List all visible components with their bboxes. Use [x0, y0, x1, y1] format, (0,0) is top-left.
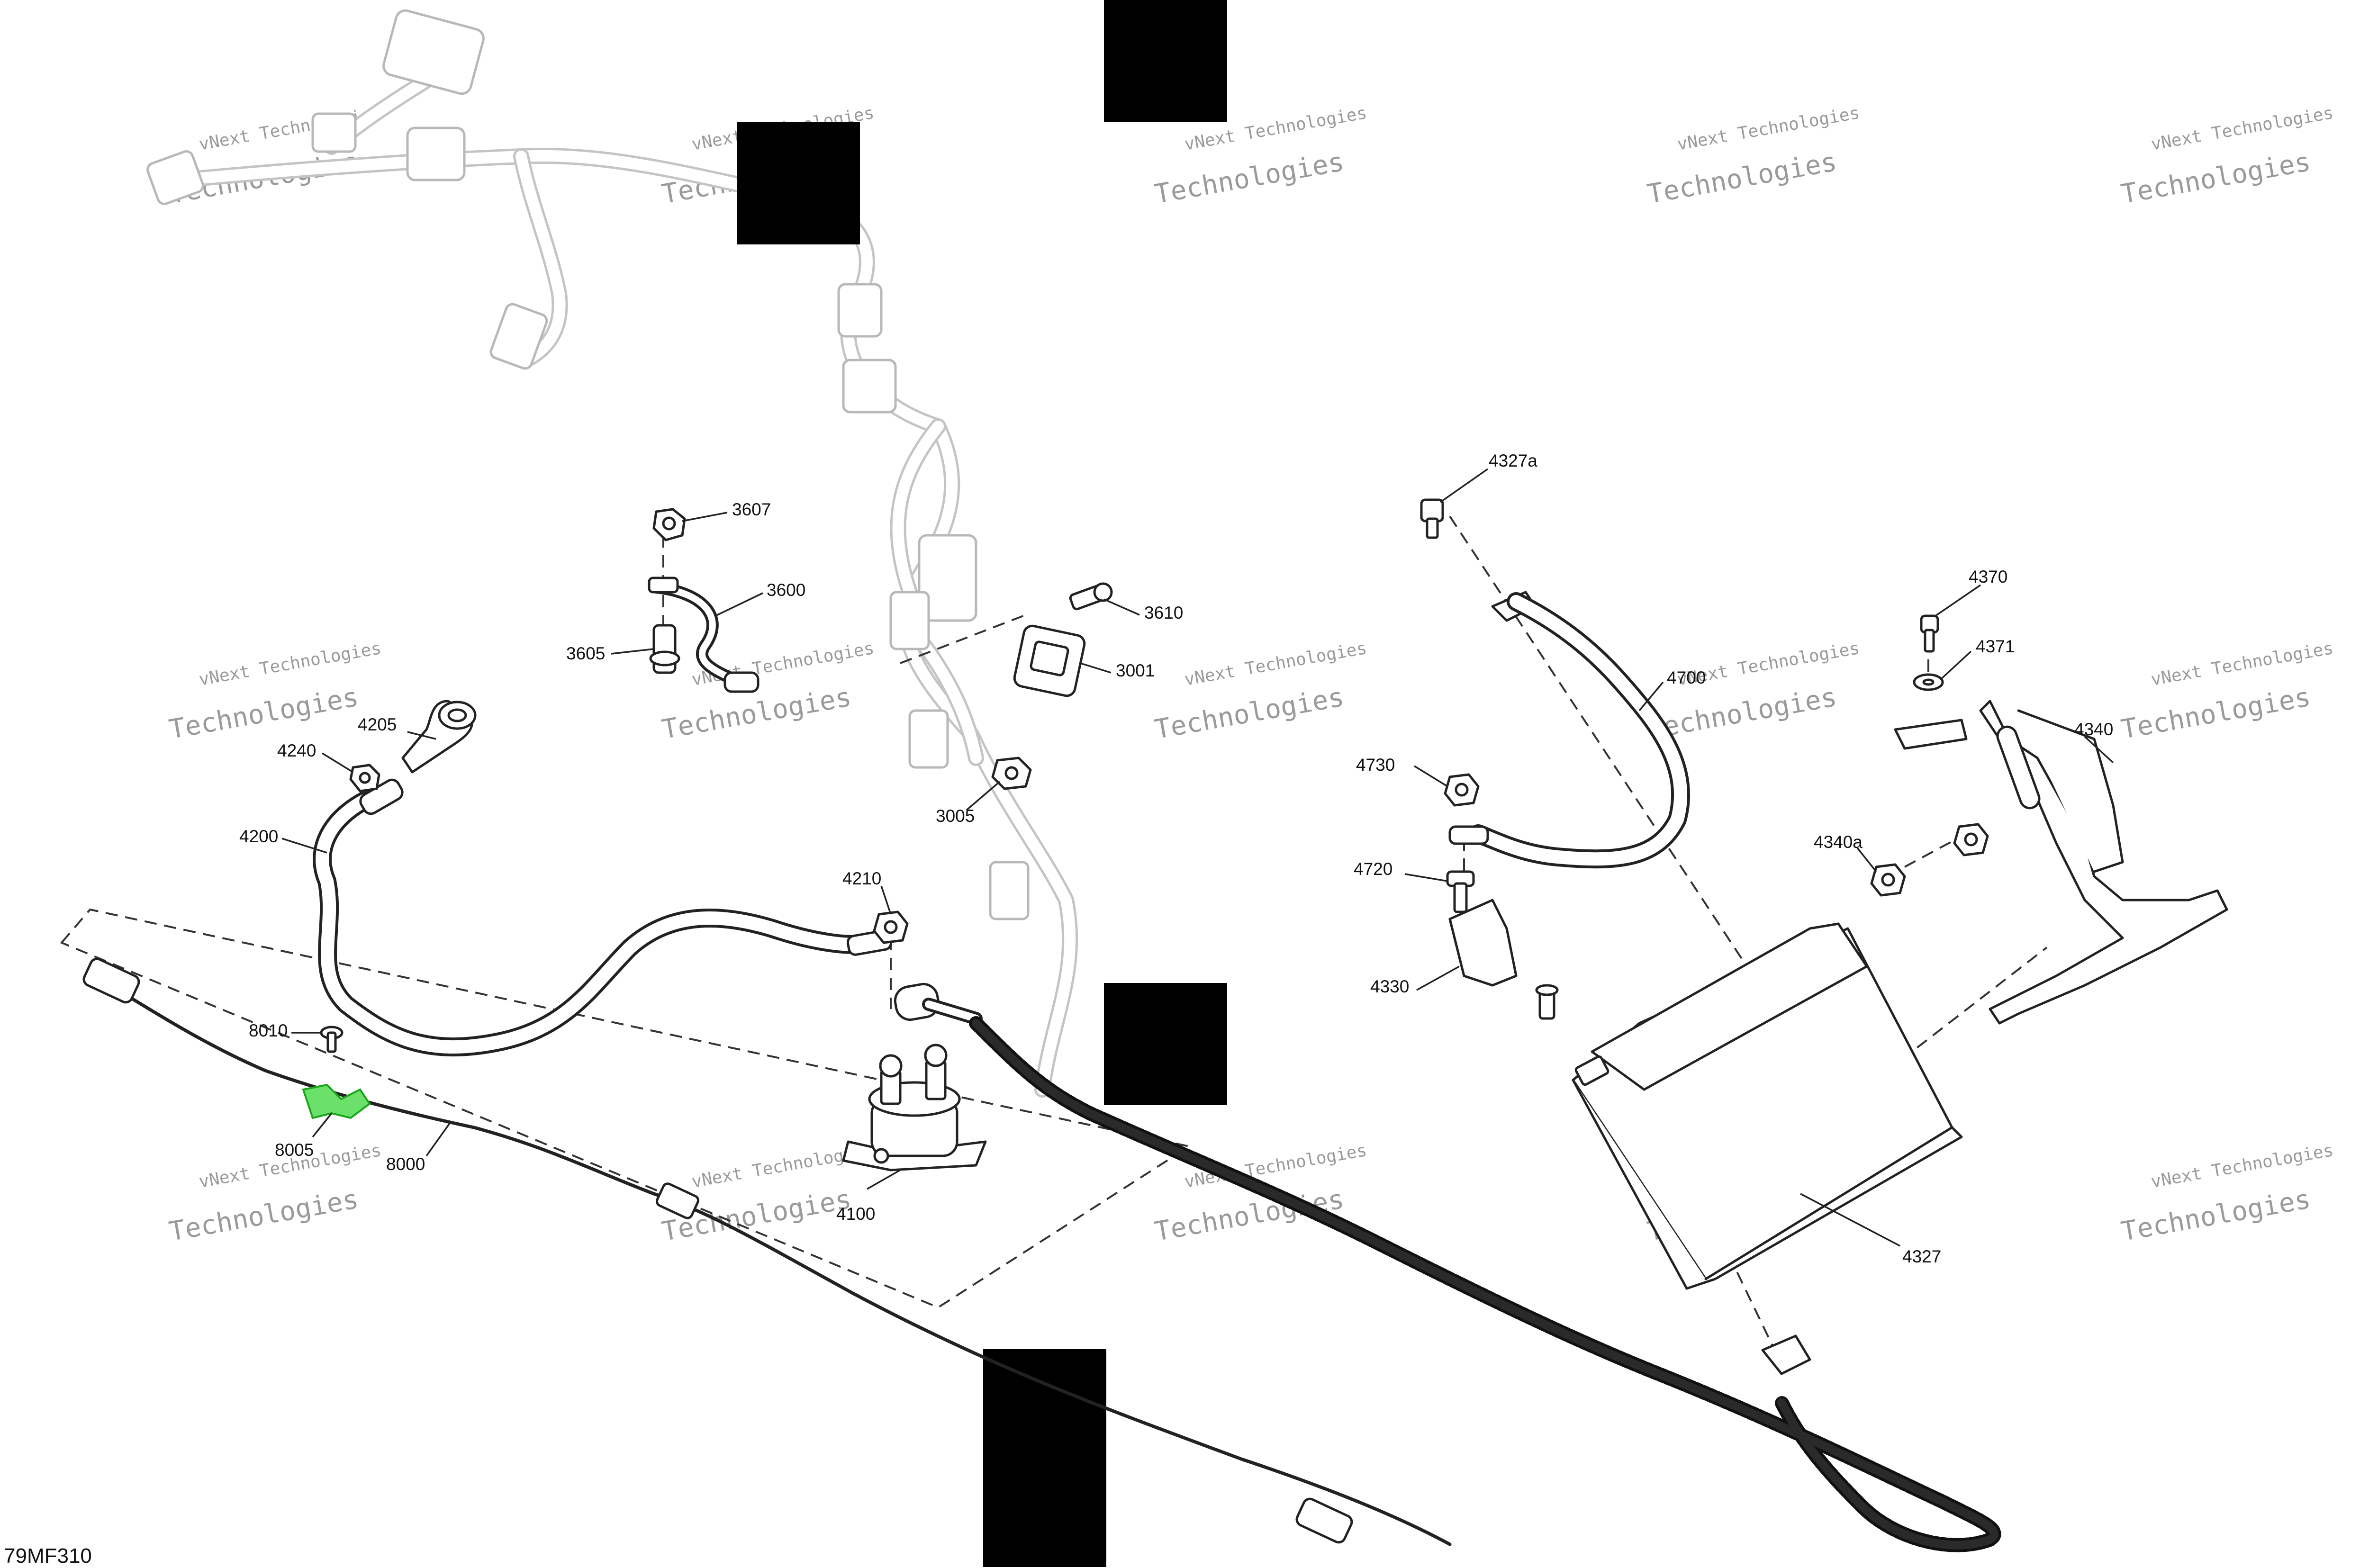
watermark-grid: vNext Technologies Technologies vNext Te…	[167, 103, 2335, 1247]
battery-bracket-4340	[1894, 700, 2228, 1025]
callout-4340: 4340	[2074, 720, 2113, 739]
callout-8000: 8000	[386, 1154, 425, 1174]
callout-4340a: 4340a	[1814, 832, 1863, 852]
redaction-box	[983, 1349, 1106, 1567]
callout-3605: 3605	[566, 644, 605, 663]
svg-text:Technologies: Technologies	[167, 682, 361, 745]
callout-3005: 3005	[936, 806, 975, 826]
callout-4240: 4240	[277, 741, 316, 760]
connector-3001	[1013, 624, 1086, 697]
svg-text:Technologies: Technologies	[660, 682, 854, 745]
callout-4330: 4330	[1370, 977, 1409, 996]
callout-4200: 4200	[239, 827, 278, 846]
callout-4730: 4730	[1356, 755, 1395, 775]
battery-4327	[1572, 922, 1963, 1290]
watermark: vNext Technologies Technologies	[2119, 1141, 2335, 1247]
bolt-4720	[1446, 870, 1475, 913]
leader-lines	[281, 468, 2114, 1247]
callout-4205: 4205	[358, 715, 397, 734]
main-wiring-harness-ghost	[146, 9, 1078, 1098]
svg-text:Technologies: Technologies	[1645, 146, 1839, 210]
wire-harness-8000	[82, 957, 1452, 1546]
figure-code: 79MF310	[4, 1544, 92, 1568]
callout-4371: 4371	[1976, 637, 2015, 656]
nut-3607	[652, 508, 686, 541]
callout-3001: 3001	[1116, 661, 1155, 680]
callout-4700: 4700	[1667, 668, 1706, 687]
assembly-axis	[900, 615, 1024, 664]
terminal-cover-4330	[1448, 899, 1559, 1020]
nut-4730	[1444, 773, 1480, 807]
redaction-box	[1104, 0, 1227, 122]
callout-4327a: 4327a	[1489, 451, 1537, 470]
svg-text:Technologies: Technologies	[2119, 146, 2313, 210]
callout-labels: 3607 3600 3605 3610 3001 3005 4205 4240 …	[239, 451, 2113, 1266]
callout-3607: 3607	[732, 500, 771, 519]
watermark: vNext Technologies Technologies	[1645, 103, 1861, 210]
assembly-axis	[1449, 515, 1754, 977]
screw-3005	[991, 757, 1032, 790]
bolt-3605	[649, 624, 680, 674]
assembly-axis	[1904, 833, 1967, 868]
callout-3610: 3610	[1144, 603, 1183, 622]
callout-4100: 4100	[836, 1204, 875, 1224]
starter-cable-loom	[969, 1016, 2001, 1552]
svg-text:Technologies: Technologies	[167, 1184, 361, 1247]
watermark: vNext Technologies Technologies	[2119, 103, 2335, 210]
negative-cable-4700	[1448, 591, 1691, 869]
washer-4371	[1913, 673, 1944, 691]
positive-cable-4200	[313, 778, 893, 1057]
ground-cable-3600	[648, 577, 760, 693]
redaction-box	[1104, 983, 1227, 1105]
svg-text:Technologies: Technologies	[1645, 682, 1839, 745]
watermark: vNext Technologies Technologies	[2119, 639, 2335, 745]
screw-8010	[320, 1026, 344, 1053]
svg-text:Technologies: Technologies	[2119, 682, 2313, 745]
callout-8010: 8010	[249, 1021, 288, 1040]
callout-4210: 4210	[842, 869, 881, 888]
watermark: vNext Technologies Technologies	[1152, 639, 1368, 745]
assembly-outline	[60, 908, 1192, 1309]
callout-4720: 4720	[1354, 859, 1392, 879]
callout-4327: 4327	[1902, 1247, 1941, 1266]
nut-4340a	[1870, 823, 1989, 897]
wire-clip-8005	[302, 1083, 371, 1119]
watermark: vNext Technologies Technologies	[167, 639, 383, 745]
callout-4370: 4370	[1969, 567, 2007, 586]
callout-8005: 8005	[275, 1140, 314, 1160]
redaction-box	[737, 122, 860, 244]
svg-text:Technologies: Technologies	[1152, 682, 1347, 745]
watermark: vNext Technologies Technologies	[1645, 639, 1861, 745]
bolt-4327a	[1420, 498, 1444, 539]
nut-4210	[873, 910, 909, 944]
nut-4240	[349, 764, 380, 793]
terminal-cover-4205	[401, 700, 477, 774]
bolt-4370	[1920, 614, 1939, 653]
watermark: vNext Technologies Technologies	[660, 639, 876, 745]
svg-text:Technologies: Technologies	[1152, 146, 1347, 210]
bolt-3610	[1069, 582, 1113, 611]
callout-3600: 3600	[767, 580, 805, 600]
svg-text:Technologies: Technologies	[2119, 1184, 2313, 1247]
solenoid-lead-cable	[894, 982, 983, 1025]
starter-solenoid-4100	[842, 1044, 987, 1171]
